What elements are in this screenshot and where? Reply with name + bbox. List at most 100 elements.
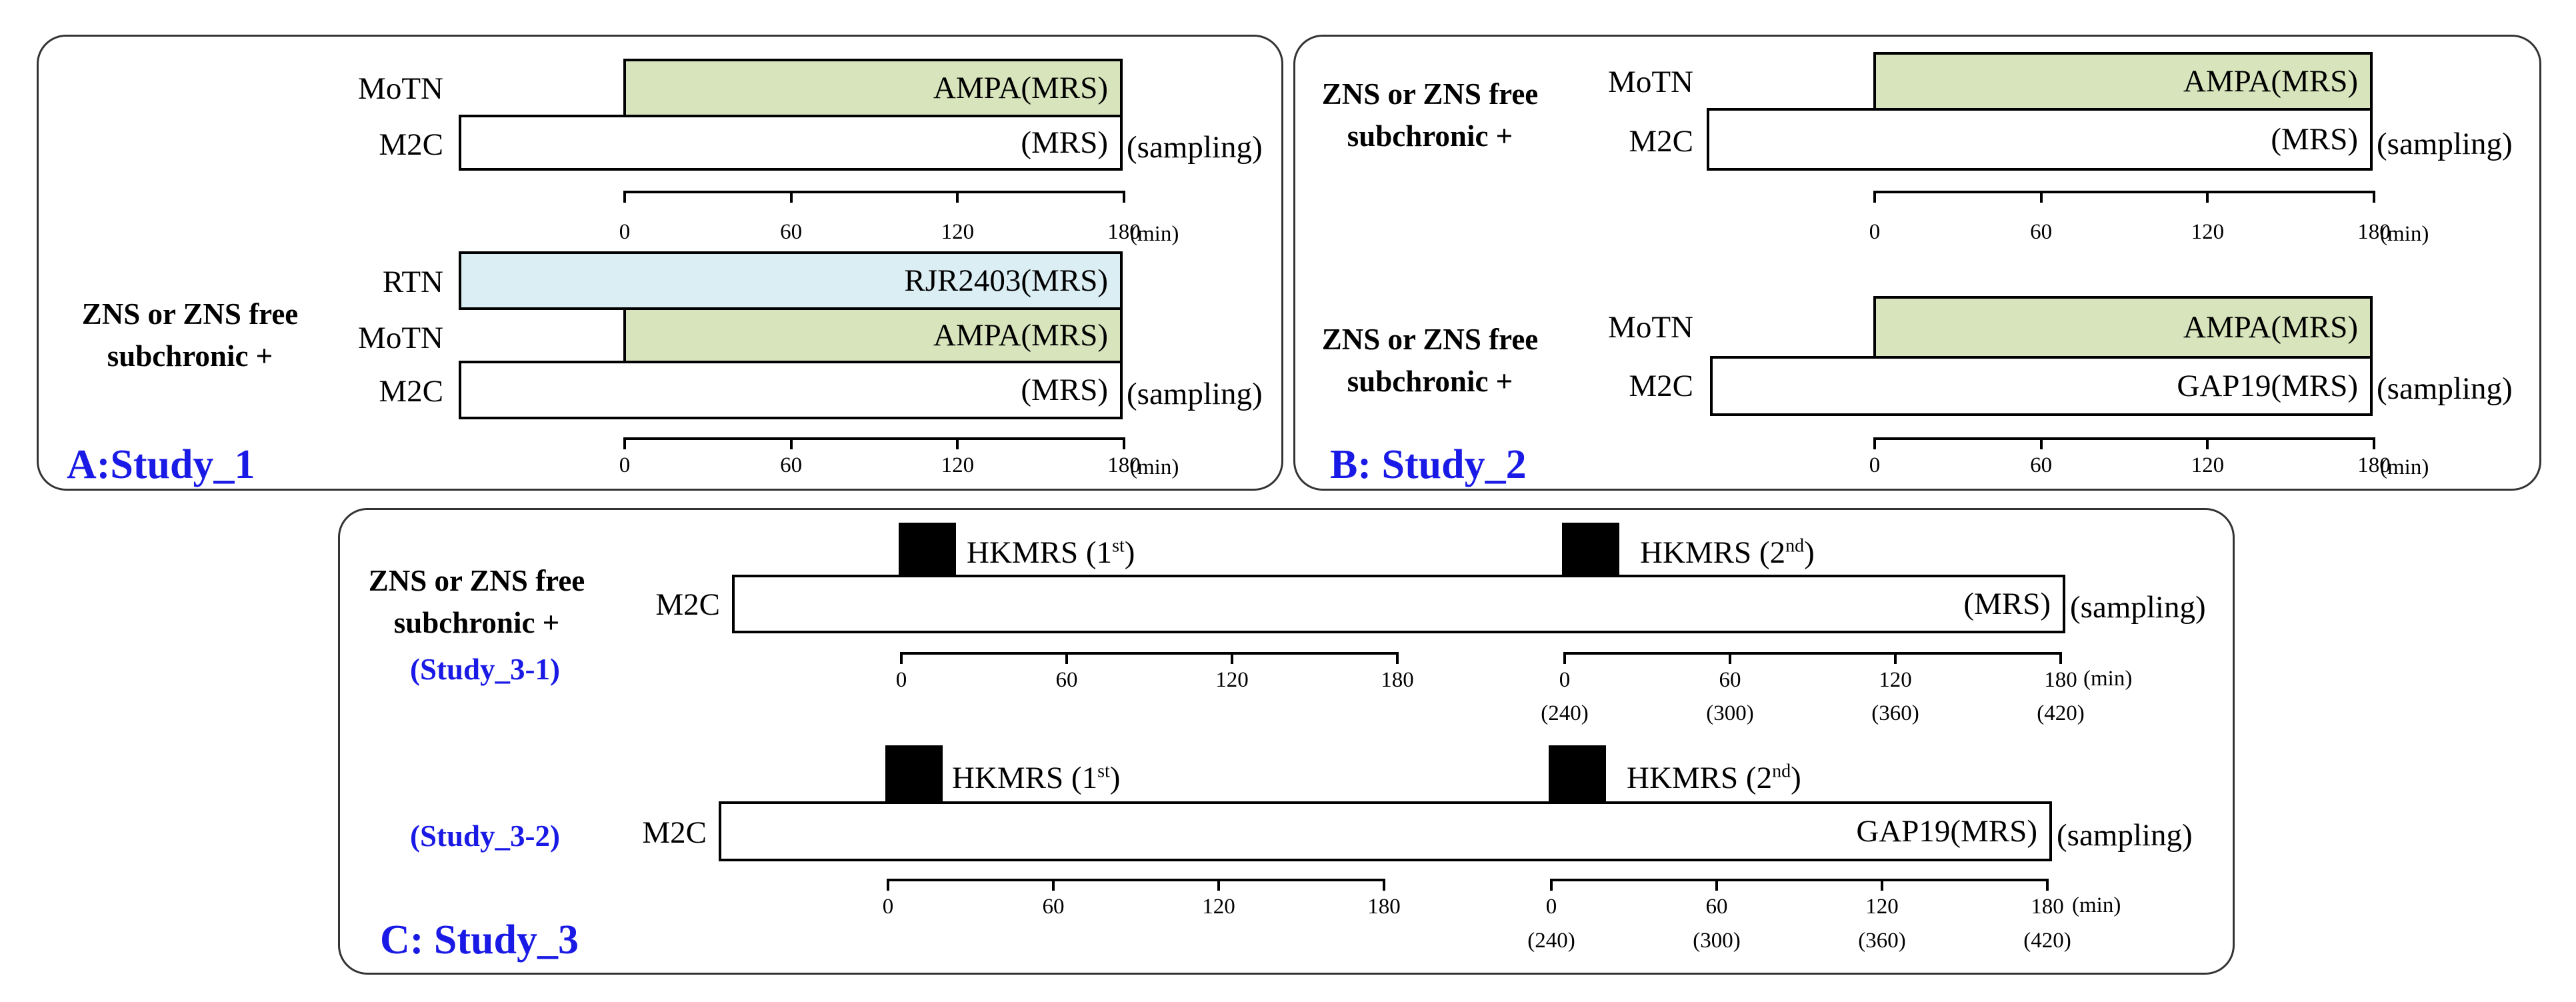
a-bottom-axis-tick-label: 60 [780,453,803,477]
c-row1-axis-second-unit: (min) [2083,667,2133,691]
a-top-m2c-bar: (MRS) [459,115,1123,171]
c-row1-axis-first-line [900,652,1399,655]
c-row2-axis-second-total-label: (360) [1858,929,1906,953]
c-row2-axis-first-tick [1217,879,1220,891]
b-bottom-axis-line [1873,437,2375,440]
c-row1-hk2-text: HKMRS (2 [1640,535,1786,570]
c-row2-axis-second-tick [1881,879,1883,891]
c-row2-hk1-label: HKMRS (1st) [952,760,1120,796]
a-condition-line2: subchronic + [107,339,273,373]
b-top-axis-tick [2039,191,2043,203]
b-bottom-axis-tick-label: 0 [1869,453,1881,477]
c-row1-hk2-sup: nd [1785,535,1805,557]
b-bottom-m2c-bar: GAP19(MRS) [1710,356,2373,416]
a-top-axis-line [623,191,1125,193]
b-top-m2c-bar: (MRS) [1707,108,2373,171]
a-bottom-sampling: (sampling) [1127,377,1263,411]
c-row2-axis-first-tick [1383,879,1385,891]
c-row2-hk2-marker [1549,745,1606,803]
b-top-axis-tick-label: 0 [1869,220,1881,244]
b-top-axis-tick-label: 60 [2030,220,2053,244]
c-row2-axis-second-total-label: (240) [1527,929,1575,953]
c-row1-hk1-sup: st [1112,535,1125,557]
c-row2-axis-second-tick-label: 60 [1705,895,1728,919]
a-bottom-motn-bar-text: AMPA(MRS) [933,318,1108,353]
b-bottom-motn-bar-text: AMPA(MRS) [2183,310,2358,345]
a-bottom-rtn-bar-text: RJR2403(MRS) [904,263,1108,298]
a-bottom-motn-bar: AMPA(MRS) [623,307,1123,363]
b-bottom-m2c-bar-text: GAP19(MRS) [2177,369,2358,403]
panel-c-title: C: Study_3 [380,917,579,963]
b-bottom-motn-label: MoTN [1608,310,1693,345]
c-row1-hk1-close: ) [1124,535,1135,570]
b-top-axis-line [1873,191,2375,193]
a-bottom-motn-label: MoTN [358,321,443,355]
c-row2-axis-second-tick-label: 120 [1865,895,1899,919]
a-bottom-m2c-bar: (MRS) [459,361,1123,419]
b-top-axis-tick [2373,191,2375,203]
c-row1-hk1-text: HKMRS (1 [967,535,1113,570]
b-bottom-sampling: (sampling) [2377,371,2513,406]
a-bottom-axis-tick [623,437,626,449]
c-row1-axis-second-line [1563,652,2062,655]
a-bottom-axis-tick [1123,437,1125,449]
b-bottom-motn-bar: AMPA(MRS) [1873,296,2373,359]
c-row1-axis-second-total-label: (420) [2037,701,2085,725]
c-row2-axis-first-tick-label: 0 [882,895,894,919]
b-top-condition: ZNS or ZNS free subchronic + [1303,73,1557,157]
a-bottom-axis-tick [789,437,793,449]
c-condition-line1: ZNS or ZNS free [368,564,585,597]
c-condition-line2: subchronic + [393,606,560,639]
c-row2-hk1-sup: st [1097,761,1110,782]
a-top-axis-tick [789,191,793,203]
c-row2-axis-second-tick [1715,879,1718,891]
a-top-axis-tick-label: 60 [780,220,803,244]
b-bottom-condition: ZNS or ZNS free subchronic + [1303,319,1557,403]
c-row1-m2c-bar: (MRS) [732,575,2065,633]
a-top-axis-tick-label: 0 [619,220,631,244]
c-row1-axis-second-tick-label: 120 [1879,668,1912,692]
c-row1-axis-first-tick [1065,652,1068,664]
c-row2-hk2-close: ) [1791,761,1801,795]
c-row2-hk1-text: HKMRS (1 [952,761,1098,795]
b-bottom-axis-tick [1873,437,1876,449]
c-row1-axis-second-tick-label: 60 [1719,668,1741,692]
c-row2-hk2-label: HKMRS (2nd) [1627,760,1801,796]
b-bottom-axis-tick [2206,437,2209,449]
c-row1-axis-second-tick [1563,652,1566,664]
a-bottom-rtn-bar: RJR2403(MRS) [459,251,1123,310]
c-row1-m2c-label: M2C [655,587,720,622]
c-row2-axis-first-tick-label: 60 [1042,895,1065,919]
c-row2-sampling: (sampling) [2057,818,2193,853]
c-row2-axis-second-tick-label: 180 [2031,895,2064,919]
c-row2-m2c-bar: GAP19(MRS) [719,801,2052,861]
c-row2-axis-first-tick [887,879,889,891]
c-row2-hk1-close: ) [1109,761,1121,795]
c-row2-m2c-bar-text: GAP19(MRS) [1856,814,2037,849]
b-top-motn-bar: AMPA(MRS) [1873,52,2373,111]
a-bottom-axis-line [623,437,1125,440]
a-bottom-axis-tick-label: 180 [1107,453,1141,477]
b-top-axis-tick [1873,191,1876,203]
c-row1-hk1-marker [899,523,956,580]
a-bottom-rtn-label: RTN [382,265,443,299]
c-row2-axis-first-line [887,879,1385,881]
c-row1-axis-second-tick-label: 180 [2044,668,2077,692]
a-bottom-axis-tick-label: 120 [941,453,975,477]
c-row1-axis-first-tick-label: 0 [895,668,907,692]
c-row2-axis-second-tick-label: 0 [1545,895,1557,919]
b-top-axis-tick-label: 120 [2191,220,2225,244]
c-row1-axis-second-total-label: (360) [1871,701,1919,725]
c-row2-axis-second-unit: (min) [2072,893,2121,917]
c-row1-axis-second-tick [1729,652,1731,664]
a-condition: ZNS or ZNS free subchronic + [63,293,317,377]
a-top-axis-tick [623,191,626,203]
a-top-axis-tick [1123,191,1125,203]
c-row1-axis-first-tick-label: 120 [1215,668,1249,692]
b-bottom-condition-line1: ZNS or ZNS free [1321,323,1539,356]
a-bottom-m2c-bar-text: (MRS) [1021,373,1108,407]
c-row1-axis-second-tick-label: 0 [1559,668,1571,692]
a-top-sampling: (sampling) [1127,130,1263,165]
a-top-motn-label: MoTN [358,71,443,106]
b-bottom-axis-tick [2039,437,2043,449]
